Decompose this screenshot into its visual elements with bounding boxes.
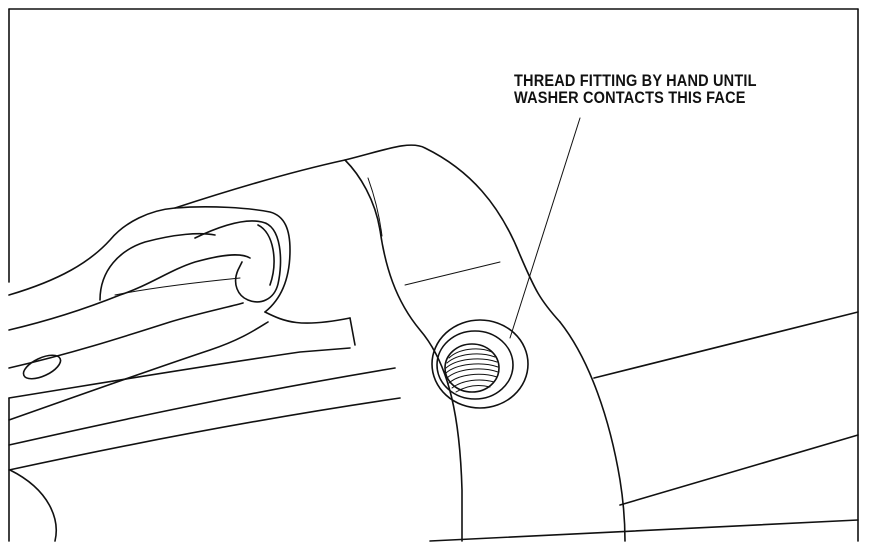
thread-lines: [445, 348, 499, 393]
wrench-tool: [8, 205, 351, 421]
callout-leader-line: [509, 117, 581, 339]
callout-line-1: THREAD FITTING BY HAND UNTIL: [514, 72, 757, 90]
callout-line-2: WASHER CONTACTS THIS FACE: [514, 89, 746, 107]
cylinder-body: [8, 317, 401, 542]
rod: [429, 311, 859, 542]
fitting-block: [174, 144, 626, 542]
border-frame: [8, 8, 859, 542]
threaded-port: [431, 319, 529, 409]
callout-text: THREAD FITTING BY HAND UNTIL WASHER CONT…: [514, 73, 757, 107]
